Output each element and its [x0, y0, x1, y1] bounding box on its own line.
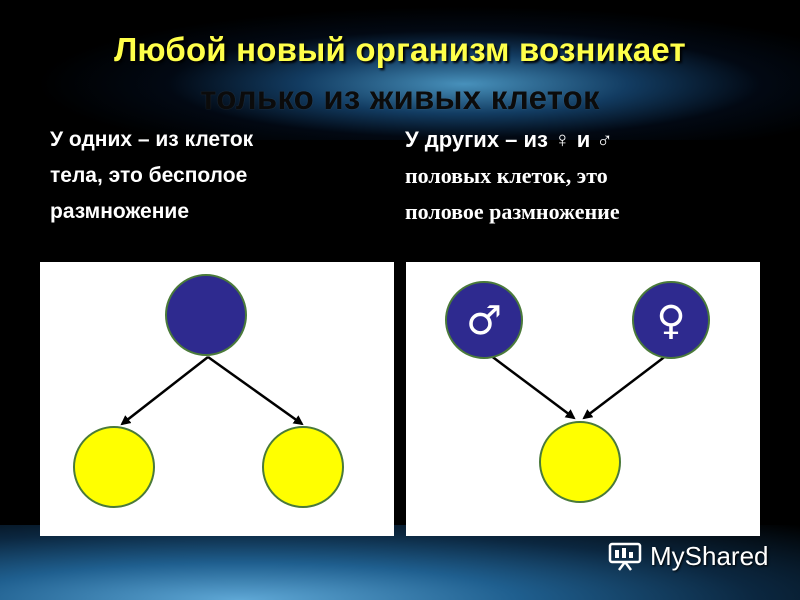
female-symbol-icon: ♀: [656, 298, 685, 344]
water-surface-decoration: [0, 525, 800, 600]
arrow-from-female: [582, 351, 672, 420]
sexual-diagram: ♂ ♀: [445, 281, 710, 503]
slide-title: Любой новый организм возникает только из…: [40, 26, 760, 122]
sexual-line-2: половых клеток, это: [405, 163, 608, 188]
light-beam-decoration: [0, 0, 800, 140]
sexual-line-3: половое размножение: [405, 199, 620, 224]
arrow-left: [120, 356, 209, 426]
child-cell-left: [73, 426, 155, 508]
sexual-diagram-panel: ♂ ♀: [406, 262, 760, 536]
offspring-cell: [539, 421, 621, 503]
male-symbol-icon: ♂: [466, 298, 502, 344]
title-line-2: только из живых клеток: [200, 79, 600, 116]
male-cell: [445, 281, 523, 359]
asexual-line-2: тела, это бесполое: [50, 164, 248, 187]
asexual-description: У одних – из клеток тела, это бесполое р…: [50, 122, 370, 230]
myshared-watermark: MyShared: [608, 536, 769, 576]
watermark-text: MyShared: [650, 540, 769, 571]
parent-cell: [165, 274, 247, 356]
asexual-diagram-panel: [40, 262, 394, 536]
arrow-from-male: [485, 351, 576, 420]
asexual-line-3: размножение: [50, 200, 190, 223]
arrow-right: [207, 355, 304, 426]
child-cell-right: [262, 426, 344, 508]
asexual-line-1: У одних – из клеток: [50, 128, 254, 151]
sexual-line-1: У других – из ♀ и ♂: [405, 127, 613, 152]
female-cell: [632, 281, 710, 359]
sexual-description: У других – из ♀ и ♂ половых клеток, это …: [405, 122, 765, 230]
presentation-board-icon: [608, 542, 642, 571]
asexual-diagram: [73, 274, 344, 508]
title-line-1: Любой новый организм возникает: [114, 31, 686, 68]
